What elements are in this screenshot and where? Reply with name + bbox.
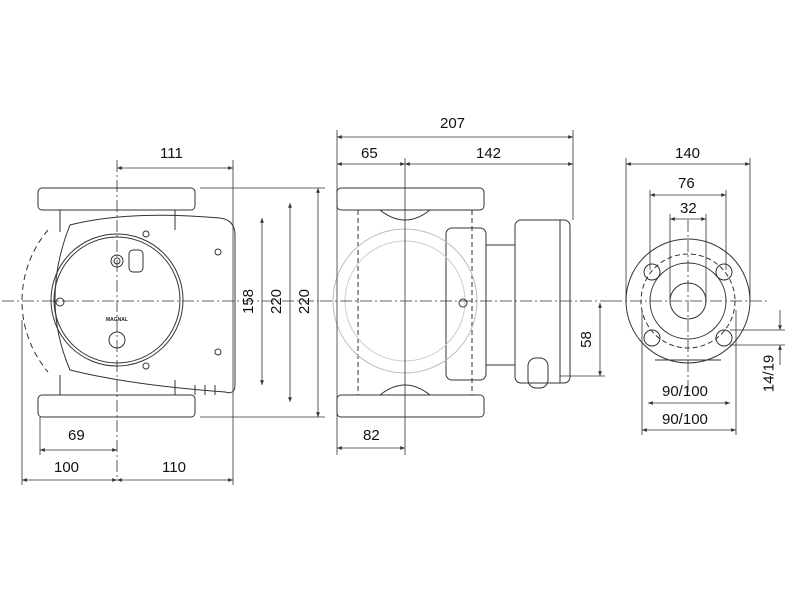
dim-front-right-outer: 220	[296, 288, 314, 315]
dim-side-top-right: 142	[476, 145, 502, 162]
brand-mark: MAGNAL	[106, 317, 128, 323]
dim-side-top-total: 207	[440, 115, 466, 132]
dim-front-right-mid: 220	[268, 288, 286, 315]
dim-flange-bottom-lower: 90/100	[662, 411, 708, 428]
dim-front-right-inner: 158	[240, 288, 258, 315]
front-view	[21, 187, 236, 418]
dim-side-right: 58	[577, 331, 595, 348]
dim-side-bottom: 82	[363, 427, 380, 444]
dim-front-bottom-upper: 69	[68, 427, 85, 444]
dim-front-bottom-right: 110	[162, 459, 186, 476]
dim-flange-middle: 76	[678, 175, 695, 192]
dim-flange-outer: 140	[675, 145, 701, 162]
dim-front-top: 111	[160, 145, 183, 162]
dim-flange-inner: 32	[680, 200, 697, 217]
dim-flange-bottom-upper: 90/100	[662, 383, 708, 400]
dim-flange-side: 14/19	[760, 354, 778, 393]
dim-front-bottom-left: 100	[54, 459, 80, 476]
dim-side-top-left: 65	[361, 145, 378, 162]
side-view	[332, 187, 571, 418]
